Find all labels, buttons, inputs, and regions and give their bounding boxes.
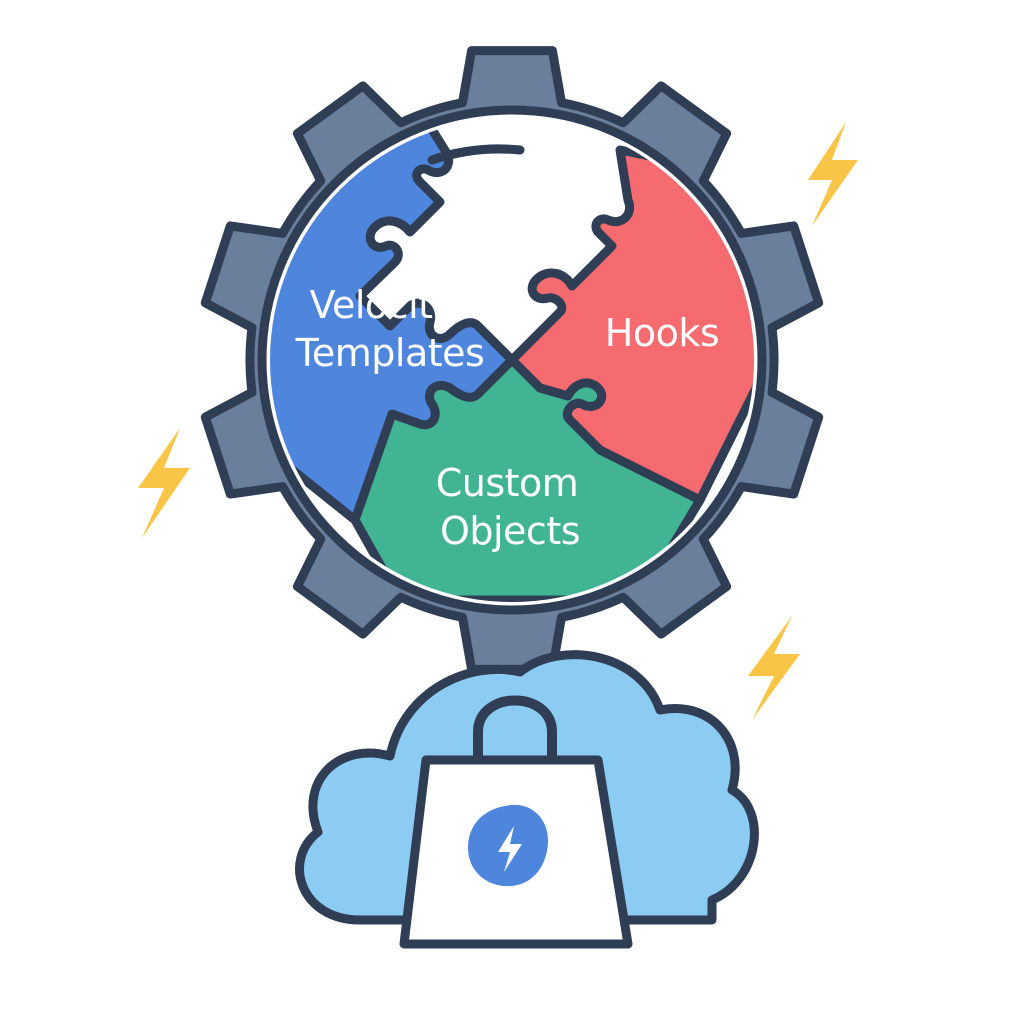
shopping-bag-icon — [399, 695, 633, 949]
lightning-bolt-icon-top-right — [808, 122, 858, 226]
label-velocity: Velocity — [309, 283, 454, 327]
label-objects: Objects — [440, 509, 580, 553]
puzzle-labels: Velocity Templates Hooks Custom Objects — [295, 283, 720, 553]
bag-badge-bolt-icon — [498, 826, 522, 872]
bag-handle — [473, 695, 557, 785]
lightning-bolt-icon-left — [138, 428, 190, 538]
lightning-bolt-icon-bottom-right — [748, 616, 800, 720]
label-custom: Custom — [436, 461, 579, 505]
label-templates: Templates — [295, 331, 485, 375]
label-hooks: Hooks — [605, 311, 719, 355]
gear-ring-highlight — [427, 144, 525, 165]
